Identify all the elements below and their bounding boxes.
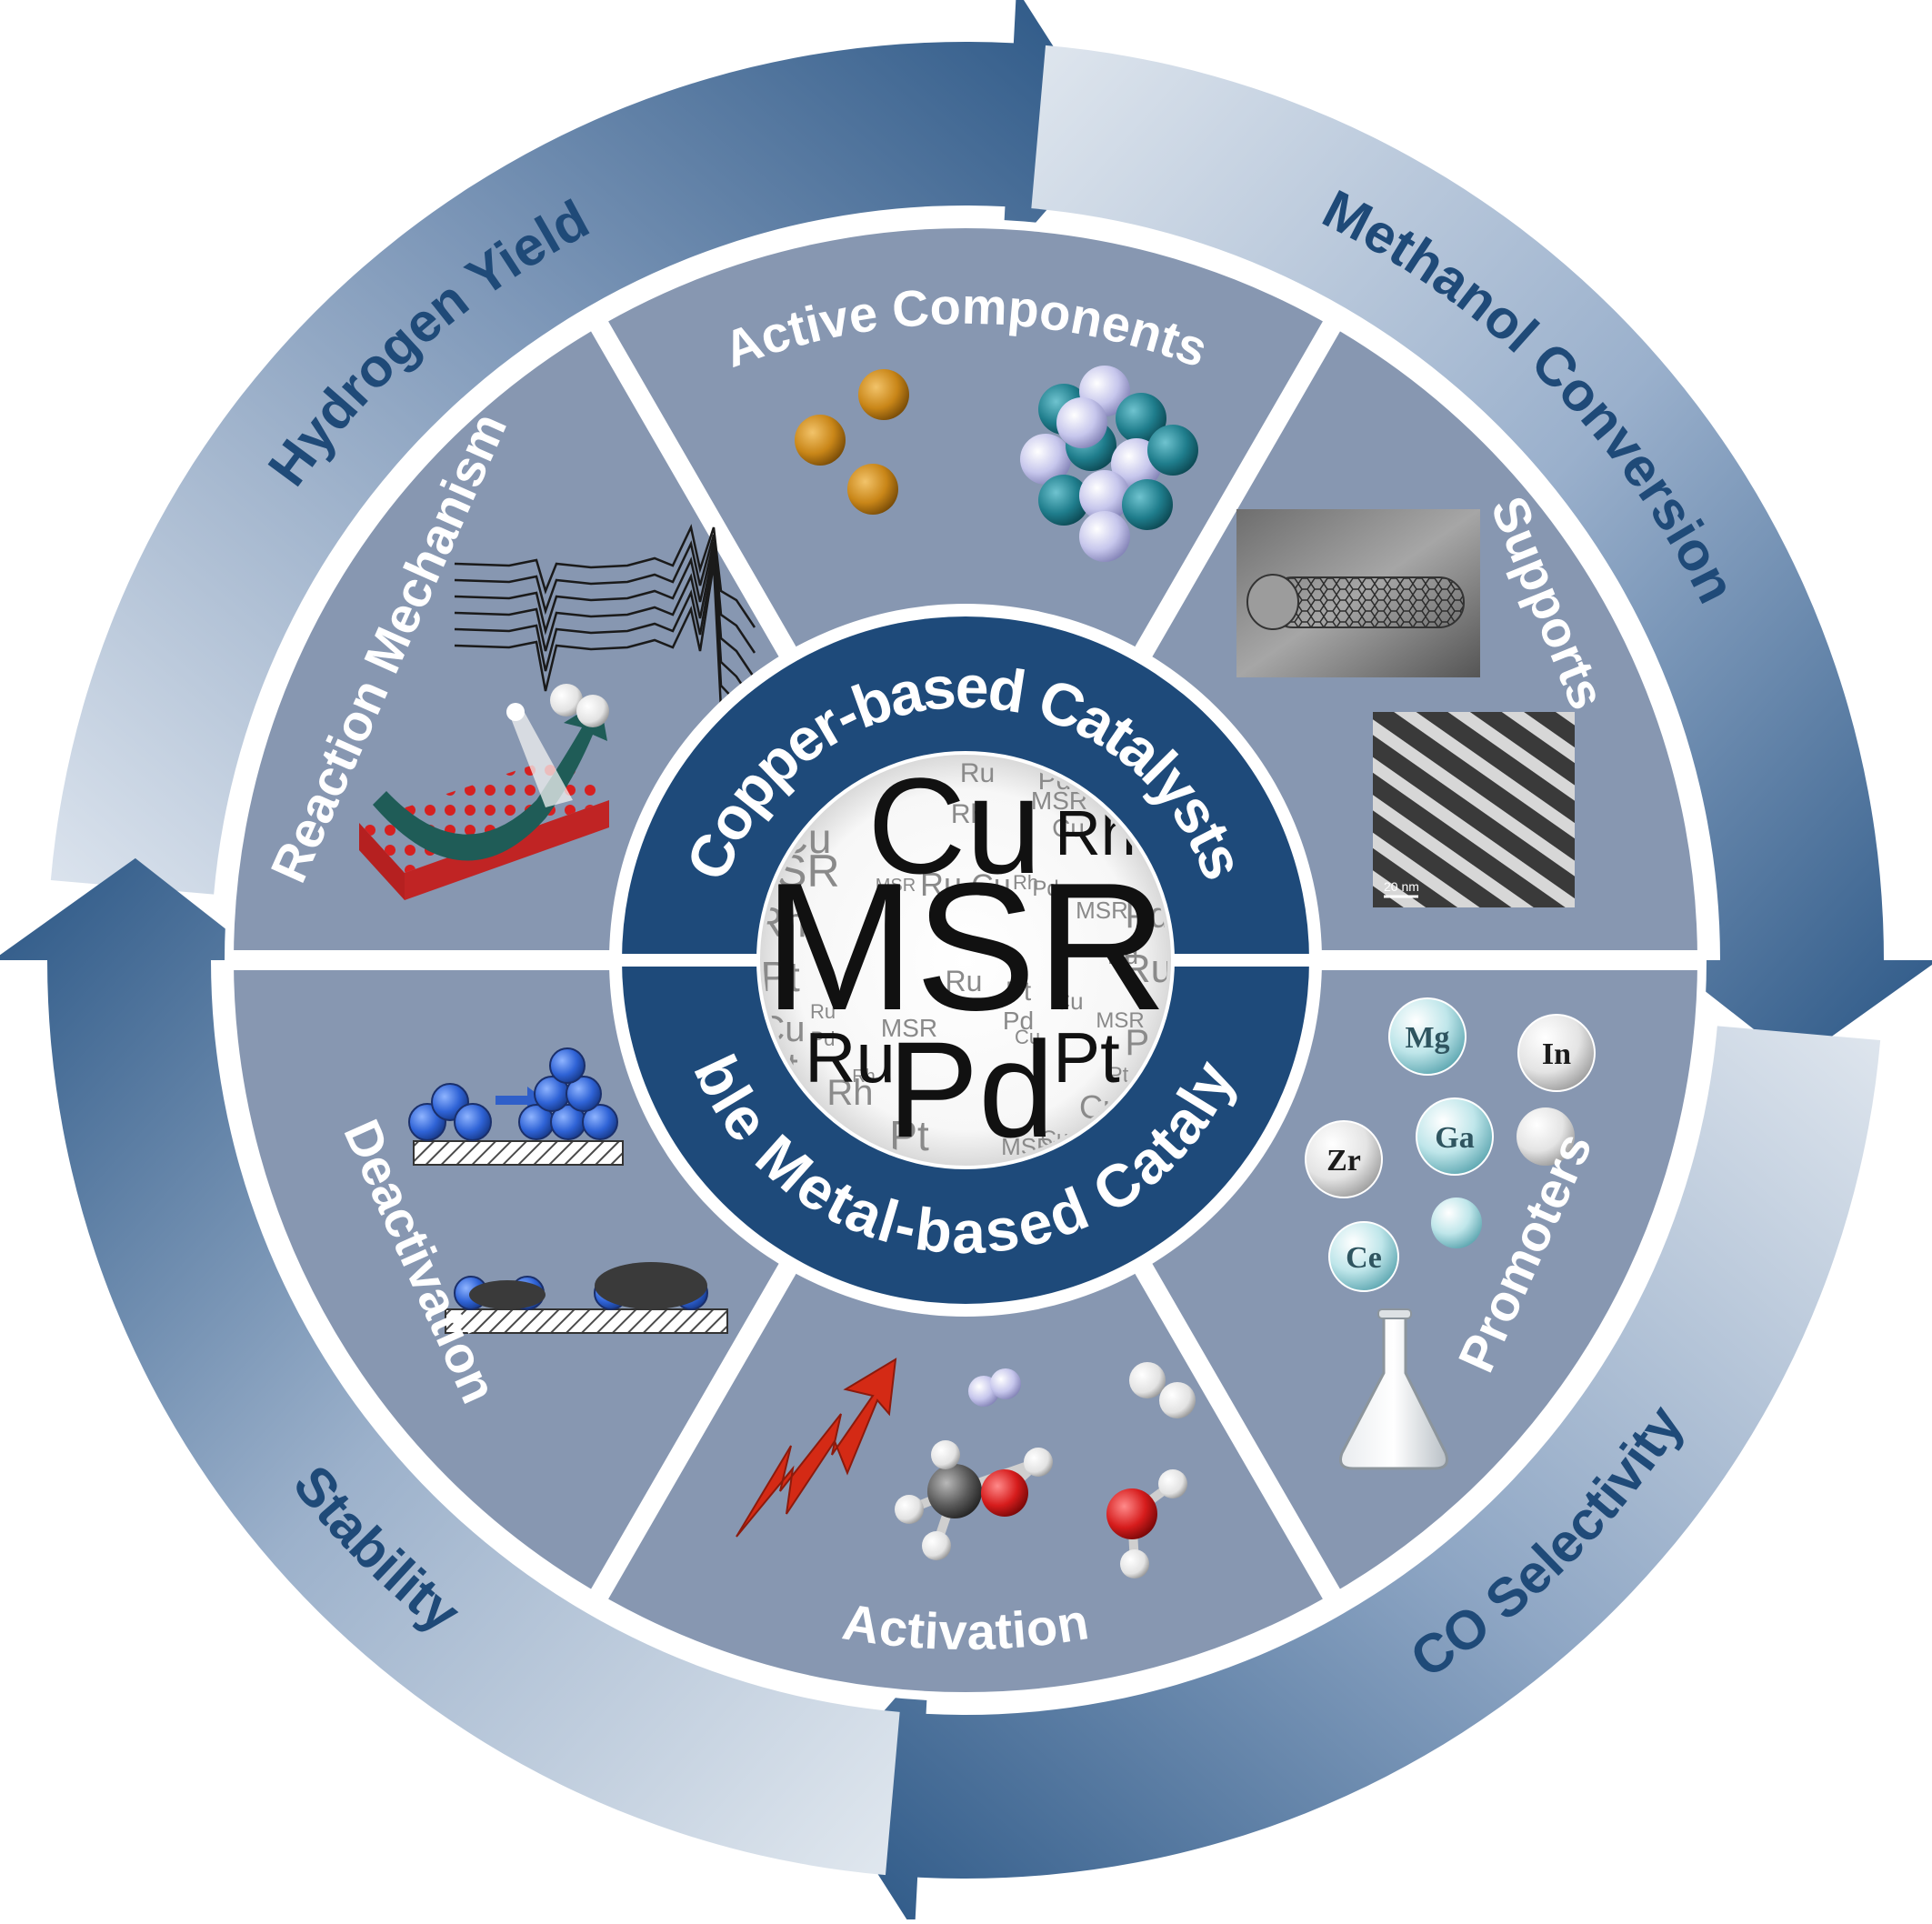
- core-word-pt: Pt: [1053, 1017, 1120, 1097]
- hydrogen-atom: [1024, 1448, 1053, 1477]
- word-cloud-pt: Pt: [1108, 1063, 1129, 1087]
- core-word-msr: MSR: [764, 846, 1167, 1048]
- copper-atom: [858, 369, 909, 420]
- word-cloud-ru: Ru: [946, 965, 983, 997]
- tem-image: [1373, 712, 1575, 907]
- hydrogen-atom: [1159, 1382, 1196, 1418]
- support-surface: [445, 1308, 728, 1334]
- core-word-pd: Pd: [887, 1013, 1054, 1166]
- promoter-mg-label: Mg: [1405, 1021, 1449, 1055]
- core-word-cu: Cu: [867, 749, 1042, 902]
- word-cloud-pd: Pd: [1003, 1007, 1034, 1035]
- alloy-cluster-atom: [1122, 479, 1173, 530]
- ir-spectrum-line: [454, 563, 756, 756]
- word-cloud-ru: Ru: [1122, 947, 1173, 991]
- metal-particle: [454, 1103, 492, 1141]
- word-cloud-cu: Cu: [971, 868, 1010, 903]
- alloy-cluster-atom: [1079, 470, 1130, 521]
- alloy-cluster-atom: [1038, 475, 1089, 526]
- hydrogen-atom: [576, 695, 609, 727]
- molecule-atom: [990, 1368, 1021, 1399]
- arrow-methanol-conversion: [1031, 45, 1932, 1063]
- word-cloud-cu: Cu: [1015, 1026, 1040, 1048]
- catalyst-lattice-front: [405, 800, 609, 900]
- empty-bubble: [1517, 1107, 1575, 1166]
- hydrogen-atom: [1129, 1362, 1166, 1398]
- alloy-cluster-atom: [1079, 511, 1130, 562]
- catalyst-lattice-side: [359, 823, 405, 900]
- alloy-cluster-atom: [1147, 425, 1198, 476]
- promoter-ce-bubble: [1328, 1221, 1399, 1292]
- hydrogen-atom: [1158, 1469, 1187, 1498]
- word-cloud-pt: Pt: [1006, 977, 1032, 1007]
- metal-particle: [549, 1047, 586, 1084]
- word-cloud-rh: Rh: [1013, 871, 1038, 894]
- hydrogen-atom: [931, 1440, 960, 1469]
- empty-bubble: [1431, 1197, 1482, 1248]
- promoter-in-bubble: [1517, 1014, 1596, 1092]
- coke-deposit: [595, 1262, 707, 1309]
- light-source: [506, 703, 525, 721]
- ir-spectrum-line: [454, 524, 756, 628]
- word-cloud-rh: Rh: [951, 799, 986, 829]
- arrow-co-selectivity: [820, 1026, 1881, 1924]
- alloy-cluster-atom: [1056, 397, 1107, 448]
- energy-zigzag-arrow: [736, 1358, 897, 1538]
- coke-deposit: [469, 1280, 546, 1309]
- metal-particle: [582, 1104, 618, 1140]
- ir-spectrum-line: [454, 534, 756, 654]
- flask-rim: [1377, 1308, 1412, 1319]
- word-cloud-ru: Ru: [810, 1000, 836, 1023]
- carbon-atom: [927, 1464, 982, 1518]
- promoter-ce-label: Ce: [1346, 1241, 1382, 1275]
- word-cloud-msr: MSR: [881, 1014, 937, 1042]
- word-cloud-cu: Cu: [1053, 987, 1083, 1015]
- light-beam: [509, 709, 573, 807]
- promoter-ga-label: Ga: [1435, 1121, 1474, 1155]
- oxygen-atom: [981, 1469, 1028, 1517]
- copper-atom: [795, 415, 846, 466]
- hydrogen-atom: [1120, 1549, 1149, 1578]
- support-surface: [413, 1140, 624, 1166]
- arrow-stability: [0, 857, 900, 1876]
- word-cloud-pd: Pd: [1107, 941, 1138, 969]
- copper-atom: [847, 464, 898, 515]
- word-cloud-msr: MSR: [1076, 897, 1128, 924]
- word-cloud-pd: Pd: [1032, 877, 1058, 901]
- word-cloud-ru: Ru: [920, 866, 962, 903]
- ir-spectrum-line: [454, 541, 756, 679]
- promoter-ga-bubble: [1416, 1097, 1494, 1176]
- alloy-cluster-atom: [1020, 434, 1071, 485]
- word-cloud-msr: MSR: [876, 876, 916, 896]
- word-cloud-pd: Pd: [811, 1027, 836, 1050]
- erlenmeyer-flask: [1339, 1312, 1448, 1470]
- promoter-mg-bubble: [1388, 997, 1467, 1076]
- word-cloud-ru: Ru: [960, 758, 995, 788]
- word-cloud-rh: Rh: [852, 1067, 876, 1087]
- hydrogen-atom: [550, 684, 583, 716]
- word-cloud-pt: Pt: [760, 953, 800, 1000]
- word-cloud-msr: MSR: [1096, 1008, 1144, 1033]
- promoter-zr-label: Zr: [1326, 1144, 1361, 1177]
- alloy-cluster-atom: [1116, 393, 1166, 444]
- scale-bar-label: 20 nm: [1384, 879, 1419, 894]
- hydrogen-atom: [895, 1495, 924, 1524]
- metal-particle: [566, 1076, 602, 1112]
- core-word-ru: Ru: [805, 1017, 896, 1097]
- nanotube-opening: [1246, 574, 1299, 630]
- promoter-zr-bubble: [1305, 1120, 1383, 1198]
- sector-outer-edge: [225, 219, 1707, 1701]
- word-cloud-cu: Cu: [1052, 814, 1085, 842]
- sector-label-activation: Activation: [839, 1592, 1093, 1660]
- arrow-hydrogen-yield: [50, 0, 1111, 895]
- promoter-in-label: In: [1542, 1037, 1571, 1071]
- oxygen-atom: [1106, 1488, 1157, 1539]
- hydrogen-atom: [922, 1531, 951, 1560]
- center-core: [756, 751, 1175, 1169]
- word-cloud-rh: Rh: [826, 1073, 873, 1113]
